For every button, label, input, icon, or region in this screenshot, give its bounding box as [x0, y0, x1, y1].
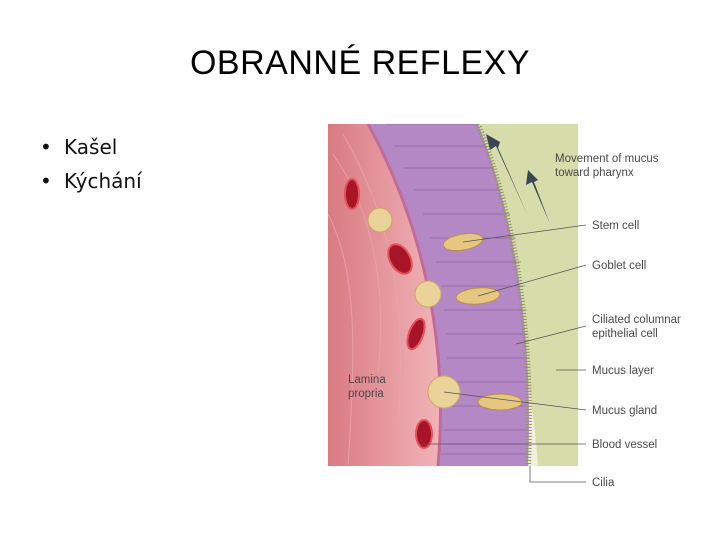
bullet-text: Kašel: [64, 135, 118, 159]
label-blood-vessel: Blood vessel: [592, 439, 657, 451]
tissue-panel: Lamina propria: [328, 124, 578, 467]
blood-vessels: [344, 178, 433, 449]
mucus-movement-arrows: [486, 134, 550, 224]
label-stem-cell: Stem cell: [592, 220, 639, 232]
illustration-svg: Lamina propria Movement of mucus toward …: [328, 124, 681, 489]
label-cilia: Cilia: [592, 477, 615, 489]
respiratory-epithelium-illustration: Lamina propria Movement of mucus toward …: [328, 124, 720, 494]
bullet-marker: •: [40, 135, 52, 159]
bullet-item: • Kašel: [40, 130, 142, 164]
label-movement-2: toward pharynx: [555, 167, 634, 179]
label-lamina-2: propria: [348, 388, 384, 400]
bullet-list: • Kašel • Kýchání: [40, 130, 142, 198]
epithelium-layer: [368, 124, 529, 466]
bullet-text: Kýchání: [64, 169, 142, 193]
bullet-item: • Kýchání: [40, 164, 142, 198]
leader-lines: [424, 224, 587, 483]
label-mucus-layer: Mucus layer: [592, 365, 654, 377]
cilia-fringe: [475, 124, 532, 467]
label-lamina-1: Lamina: [348, 374, 386, 386]
lamina-propria: [328, 124, 441, 466]
label-ciliated-2: epithelial cell: [592, 328, 658, 340]
bullet-marker: •: [40, 169, 52, 193]
label-ciliated-1: Ciliated columnar: [592, 314, 681, 326]
label-goblet-cell: Goblet cell: [592, 260, 646, 272]
label-mucus-gland: Mucus gland: [592, 405, 657, 417]
slide-title: OBRANNÉ REFLEXY: [189, 44, 531, 82]
label-movement-1: Movement of mucus: [555, 153, 659, 165]
